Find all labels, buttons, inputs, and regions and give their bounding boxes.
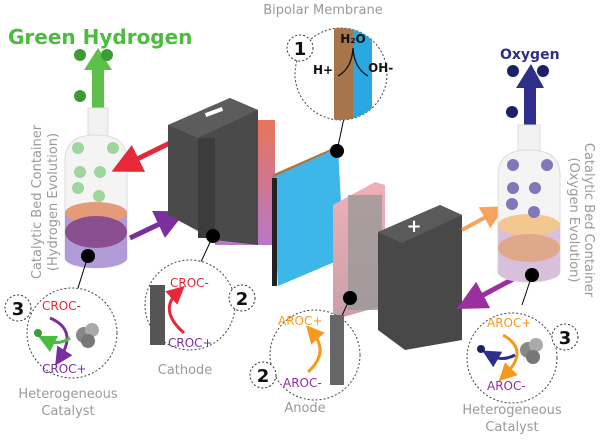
svg-text:CROC+: CROC+	[168, 336, 213, 350]
oxygen-container-label: Catalytic Bed Container (Oxygen Evolutio…	[566, 143, 596, 298]
svg-text:Catalyst: Catalyst	[485, 420, 538, 435]
svg-text:2: 2	[257, 366, 270, 387]
svg-text:H₂O: H₂O	[340, 32, 366, 46]
bipolar-membrane	[272, 117, 345, 286]
svg-text:Heterogeneous: Heterogeneous	[18, 387, 118, 402]
cathode-block: −	[168, 98, 275, 245]
svg-text:Bipolar Membrane: Bipolar Membrane	[263, 3, 382, 18]
hydrogen-output-arrow	[74, 48, 113, 110]
hydrogen-catalytic-bed-container	[64, 107, 128, 269]
oxygen-output-arrow	[506, 64, 549, 128]
oxygen-catalyst-callout: AROC+ AROC- 3 Heterogeneous Catalyst	[462, 274, 579, 435]
svg-text:CROC+: CROC+	[42, 362, 87, 376]
svg-text:AROC+: AROC+	[487, 316, 531, 330]
anolyte-in-arrow	[456, 275, 517, 310]
svg-text:2: 2	[236, 289, 249, 310]
hydrogen-container-label: Catalytic Bed Container (Hydrogen Evolut…	[30, 124, 61, 279]
svg-text:3: 3	[12, 299, 25, 320]
svg-text:Catalyst: Catalyst	[41, 404, 94, 419]
anolyte-out-arrow	[461, 206, 506, 232]
svg-text:Anode: Anode	[284, 401, 325, 416]
oxygen-title: Oxygen	[500, 47, 560, 63]
svg-text:H+: H+	[313, 63, 333, 77]
svg-text:CROC-: CROC-	[170, 276, 209, 290]
svg-text:Heterogeneous: Heterogeneous	[462, 403, 562, 418]
svg-text:(Oxygen Evolution): (Oxygen Evolution)	[566, 158, 581, 283]
anode-callout: AROC+ AROC- 2 Anode	[249, 297, 361, 416]
svg-text:CROC-: CROC-	[42, 299, 81, 313]
catholyte-in-arrow	[128, 210, 186, 241]
bipolar-membrane-callout: Bipolar Membrane H₂O H+ OH- 1	[263, 3, 393, 121]
hydrogen-catalyst-callout: CROC- CROC+ 3 Heterogeneous Catalyst	[4, 255, 118, 419]
green-hydrogen-title: Green Hydrogen	[8, 25, 192, 49]
anode-polarity: +	[406, 216, 421, 237]
svg-text:AROC-: AROC-	[283, 376, 322, 390]
svg-text:AROC-: AROC-	[487, 379, 526, 393]
cathode-callout: CROC- CROC+ 2 Cathode	[144, 235, 256, 378]
oxygen-catalytic-bed-container	[497, 124, 561, 283]
svg-text:3: 3	[559, 328, 572, 349]
svg-text:1: 1	[294, 39, 307, 60]
svg-text:OH-: OH-	[368, 61, 393, 75]
svg-text:(Hydrogen Evolution): (Hydrogen Evolution)	[46, 133, 61, 271]
svg-text:AROC+: AROC+	[278, 314, 322, 328]
anode-block: +	[333, 182, 462, 350]
svg-text:Catalytic Bed Container: Catalytic Bed Container	[581, 143, 596, 298]
svg-text:Catalytic Bed Container: Catalytic Bed Container	[30, 124, 45, 279]
svg-text:Cathode: Cathode	[158, 363, 213, 378]
